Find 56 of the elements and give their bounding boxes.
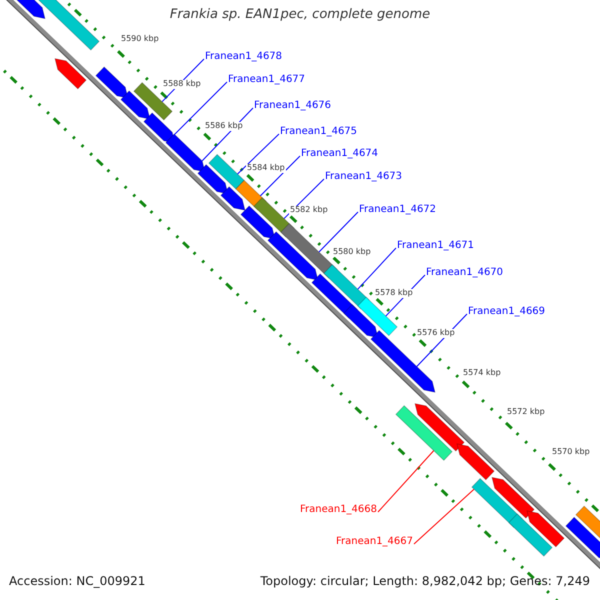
scale-label: 5574 kbp: [462, 369, 502, 378]
gene-block: [508, 513, 553, 557]
scale-label: 5586 kbp: [204, 122, 244, 131]
gene-block: [220, 186, 246, 211]
gene-block: [95, 66, 129, 99]
gene-label: Franean1_4674: [301, 148, 378, 159]
accession-text: Accession: NC_009921: [9, 575, 146, 588]
leader-line: [378, 450, 434, 512]
gene-block: [197, 164, 229, 194]
scale-label: 5584 kbp: [246, 164, 286, 173]
leader-line: [237, 134, 280, 174]
gene-label: Franean1_4676: [254, 100, 332, 111]
scale-label: 5578 kbp: [374, 289, 414, 298]
gene-block: [395, 405, 453, 461]
gene-block: [526, 510, 565, 548]
scale-label: 5572 kbp: [506, 408, 546, 417]
map-title: Frankia sp. EAN1pec, complete genome: [168, 8, 432, 22]
gene-label: Franean1_4670: [426, 267, 504, 278]
gene-block: [120, 90, 151, 120]
scale-label: 5590 kbp: [120, 35, 160, 44]
scale-label: 5576 kbp: [416, 329, 456, 338]
scale-label: 5570 kbp: [551, 448, 591, 457]
gene-label: Franean1_4678: [205, 51, 282, 62]
gene-block: [143, 112, 176, 144]
gene-block: [370, 330, 436, 393]
gene-block: [565, 516, 600, 560]
gene-block: [208, 154, 245, 190]
gene-block: [54, 58, 87, 90]
gene-block: [240, 205, 276, 240]
genome-info-text: Topology: circular; Length: 8,982,042 bp; Genes: 7,249: [260, 575, 590, 588]
gene-label: Franean1_4669: [468, 306, 546, 317]
scale-label: 5582 kbp: [289, 206, 329, 215]
gene-label: Franean1_4677: [228, 74, 306, 85]
gene-label: Franean1_4671: [397, 240, 474, 251]
leader-line: [202, 108, 254, 162]
leader-line: [260, 156, 300, 196]
scale-label: 5588 kbp: [162, 80, 202, 89]
gene-block: [357, 296, 398, 336]
leader-line: [357, 248, 396, 290]
scale-label: 5580 kbp: [332, 248, 372, 257]
gene-block: [491, 476, 535, 519]
leader-line: [174, 82, 228, 135]
gene-block: [165, 133, 206, 172]
leader-line: [284, 178, 324, 220]
gene-label: Franean1_4675: [280, 126, 358, 137]
gene-block: [343, 304, 379, 338]
gene-block: [414, 403, 465, 452]
gene-block: [267, 231, 319, 281]
gene-label: Franean1_4667: [336, 536, 413, 547]
gene-label: Franean1_4672: [359, 204, 436, 215]
gene-label: Franean1_4673: [325, 171, 402, 182]
gene-block: [456, 443, 495, 480]
leader-line: [414, 488, 474, 544]
leader-line: [416, 314, 468, 368]
gene-label: Franean1_4668: [300, 504, 377, 515]
leader-line: [318, 212, 358, 253]
